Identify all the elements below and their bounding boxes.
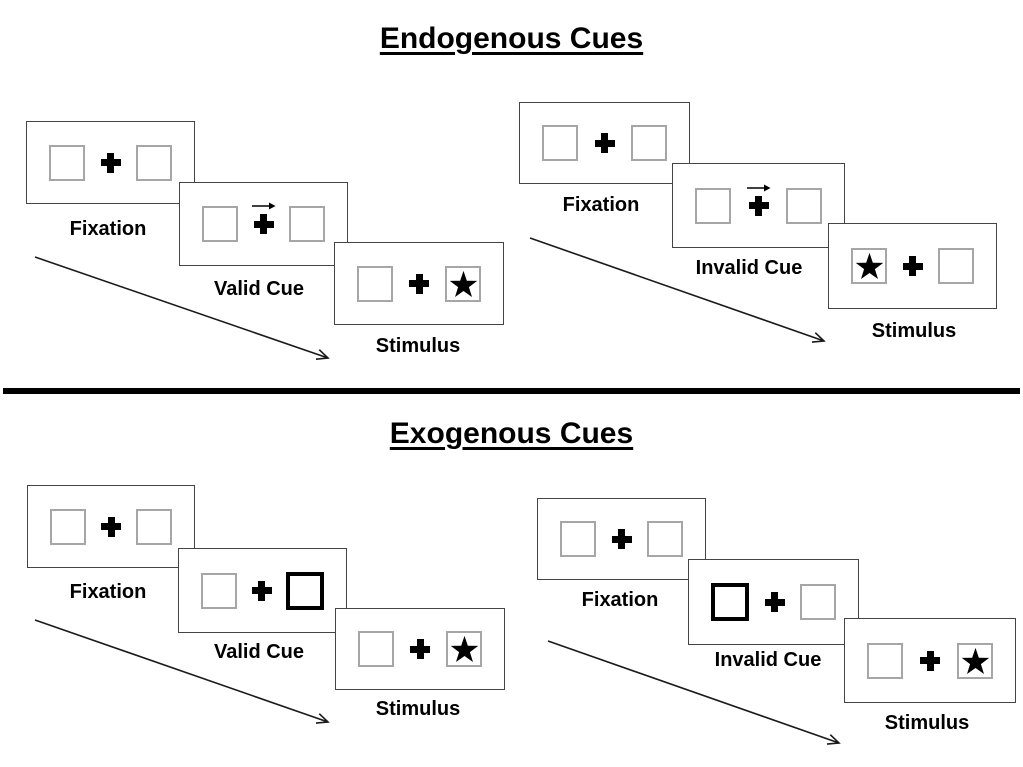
left-placeholder-box bbox=[695, 187, 731, 224]
right-placeholder-box bbox=[631, 125, 667, 161]
cue-arrow-icon bbox=[251, 202, 275, 210]
step-label-valid-cue: Valid Cue bbox=[213, 278, 305, 300]
left-cue-box-highlighted bbox=[711, 583, 749, 621]
step-label-invalid-cue: Invalid Cue bbox=[714, 649, 822, 671]
right-target-box bbox=[445, 265, 481, 302]
cue-arrow-icon bbox=[746, 184, 770, 191]
invalid-cue-screen bbox=[672, 163, 845, 248]
stimulus-screen bbox=[828, 223, 997, 309]
fixation-cross-icon bbox=[746, 184, 770, 216]
step-label-stimulus: Stimulus bbox=[884, 712, 970, 734]
fixation-screen bbox=[537, 498, 706, 580]
fixation-cross-icon bbox=[251, 202, 275, 234]
left-target-box bbox=[851, 248, 887, 284]
left-placeholder-box bbox=[357, 265, 393, 302]
fixation-cross-icon bbox=[410, 639, 430, 659]
right-placeholder-box bbox=[136, 144, 172, 181]
right-target-box bbox=[957, 642, 993, 679]
left-placeholder-box bbox=[49, 144, 85, 181]
star-icon bbox=[450, 635, 478, 663]
star-icon bbox=[961, 647, 989, 674]
fixation-cross-icon bbox=[920, 650, 940, 671]
right-placeholder-box bbox=[136, 508, 172, 545]
step-label-stimulus: Stimulus bbox=[871, 320, 957, 342]
left-placeholder-box bbox=[358, 631, 394, 667]
fixation-cross-icon bbox=[101, 516, 121, 537]
left-placeholder-box bbox=[201, 572, 237, 609]
right-placeholder-box bbox=[647, 521, 683, 557]
section-title-endogenous: Endogenous Cues bbox=[379, 22, 644, 55]
step-label-invalid-cue: Invalid Cue bbox=[695, 257, 803, 279]
fixation-cross-icon bbox=[594, 133, 615, 153]
fixation-cross-icon bbox=[100, 152, 121, 173]
step-label-stimulus: Stimulus bbox=[375, 335, 461, 357]
right-placeholder-box bbox=[786, 187, 822, 224]
right-placeholder-box bbox=[800, 584, 836, 620]
invalid-cue-screen bbox=[688, 559, 859, 645]
left-placeholder-box bbox=[202, 206, 238, 242]
right-target-box bbox=[446, 631, 482, 667]
fixation-cross-icon bbox=[764, 592, 785, 612]
stimulus-screen bbox=[334, 242, 504, 325]
fixation-cross-icon bbox=[409, 273, 429, 294]
section-divider bbox=[3, 388, 1020, 394]
valid-cue-screen bbox=[179, 182, 348, 266]
right-cue-box-highlighted bbox=[286, 571, 324, 610]
left-placeholder-box bbox=[542, 125, 578, 161]
stimulus-screen bbox=[844, 618, 1016, 703]
stimulus-screen bbox=[335, 608, 505, 690]
timeline-arrow-icon bbox=[529, 237, 826, 343]
step-label-fixation: Fixation bbox=[69, 218, 147, 240]
right-placeholder-box bbox=[938, 248, 974, 284]
valid-cue-screen bbox=[178, 548, 347, 633]
star-icon bbox=[855, 252, 883, 280]
timeline-arrow-icon bbox=[34, 256, 330, 360]
left-placeholder-box bbox=[867, 642, 903, 679]
fixation-screen bbox=[26, 121, 195, 204]
step-label-fixation: Fixation bbox=[562, 194, 640, 216]
timeline-arrow-icon bbox=[34, 619, 330, 724]
fixation-screen bbox=[27, 485, 195, 568]
fixation-cross-icon bbox=[902, 256, 923, 276]
step-label-fixation: Fixation bbox=[69, 581, 147, 603]
fixation-screen bbox=[519, 102, 690, 184]
step-label-valid-cue: Valid Cue bbox=[213, 641, 305, 663]
step-label-stimulus: Stimulus bbox=[375, 698, 461, 720]
left-placeholder-box bbox=[560, 521, 596, 557]
fixation-cross-icon bbox=[611, 529, 632, 549]
fixation-cross-icon bbox=[251, 580, 272, 601]
right-placeholder-box bbox=[289, 206, 325, 242]
step-label-fixation: Fixation bbox=[581, 589, 659, 611]
star-icon bbox=[449, 270, 477, 297]
left-placeholder-box bbox=[50, 508, 86, 545]
section-title-exogenous: Exogenous Cues bbox=[389, 417, 634, 450]
